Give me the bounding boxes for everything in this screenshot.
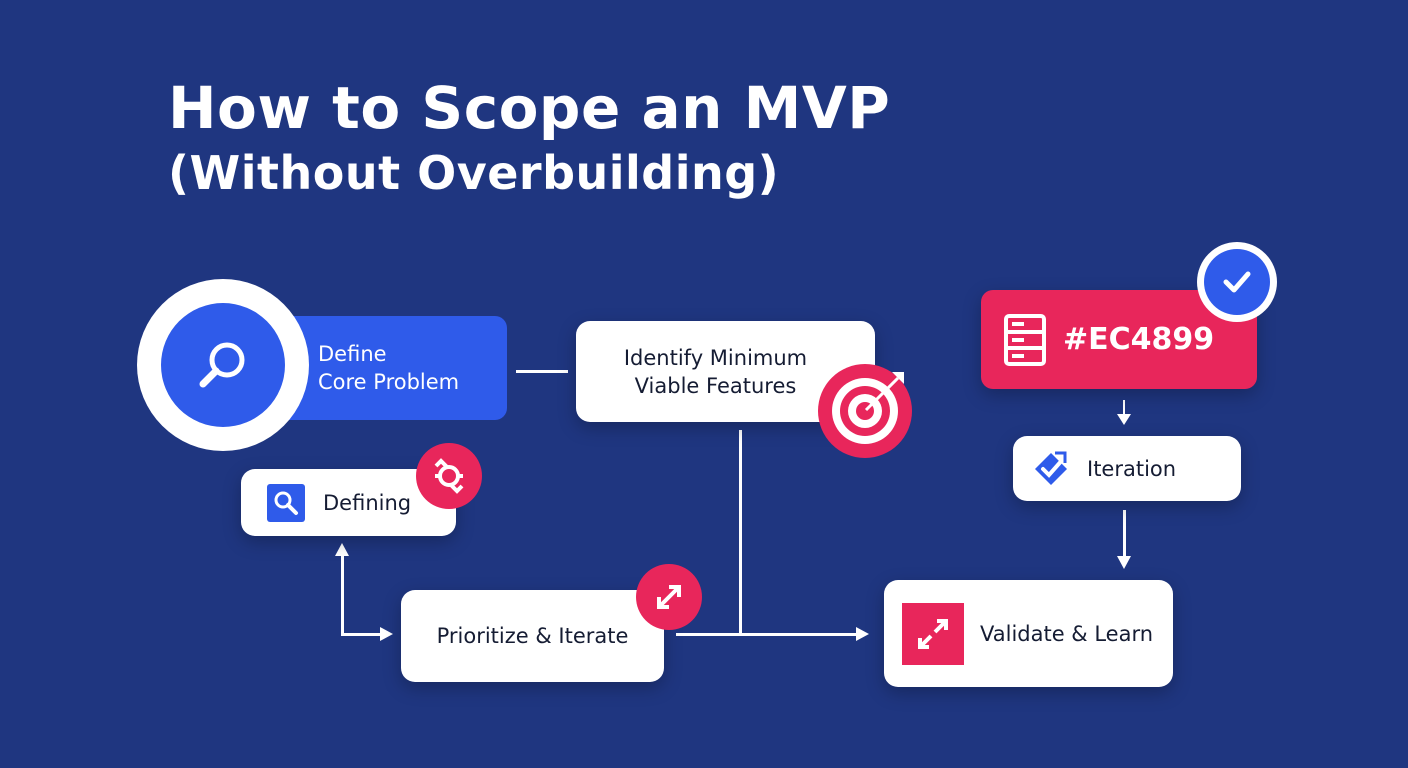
connector-prioritize-to-validate (676, 633, 858, 636)
connector-defining-down (341, 556, 344, 636)
color-tag-label: #EC4899 (1063, 322, 1215, 357)
define-label: Define Core Problem (318, 340, 459, 396)
arrowhead-to-validate (856, 627, 869, 641)
validate-label: Validate & Learn (980, 621, 1154, 646)
connector-tag-to-iteration (1123, 400, 1125, 416)
server-icon (1003, 313, 1047, 367)
define-label-line2: Core Problem (318, 370, 460, 394)
page-title: How to Scope an MVP (168, 74, 891, 142)
connector-define-to-identify (516, 370, 568, 373)
search-icon (267, 483, 305, 522)
connector-defining-to-prioritize (341, 633, 381, 636)
target-icon (818, 364, 912, 458)
node-validate-learn[interactable]: Validate & Learn (884, 580, 1173, 687)
prioritize-label: Prioritize & Iterate (436, 624, 629, 648)
identify-label-line2: Viable Features (634, 373, 797, 398)
search-icon (161, 303, 285, 427)
arrowhead-iteration-to-validate (1117, 556, 1131, 569)
expand-arrows-icon (902, 602, 964, 665)
defining-label: Defining (323, 490, 412, 515)
tool-icon (416, 443, 482, 509)
node-iteration[interactable]: Iteration (1013, 436, 1241, 501)
page-subtitle: (Without Overbuilding) (168, 146, 780, 200)
identify-label-line1: Identify Minimum (623, 345, 808, 370)
define-label-line1: Define (318, 342, 387, 366)
iteration-label: Iteration (1087, 456, 1177, 481)
check-icon (1197, 242, 1277, 322)
node-color-tag[interactable]: #EC4899 (981, 290, 1257, 389)
connector-identify-down (739, 430, 742, 635)
check-box-icon (1031, 449, 1071, 489)
arrowhead-to-iteration (1117, 414, 1131, 425)
resize-arrows-icon (636, 564, 702, 630)
connector-iteration-to-validate (1123, 510, 1126, 556)
node-prioritize-iterate[interactable]: Prioritize & Iterate (401, 590, 664, 682)
arrowhead-to-prioritize (380, 627, 393, 641)
identify-label: Identify Minimum Viable Features (624, 344, 807, 400)
arrowhead-to-defining (335, 543, 349, 556)
